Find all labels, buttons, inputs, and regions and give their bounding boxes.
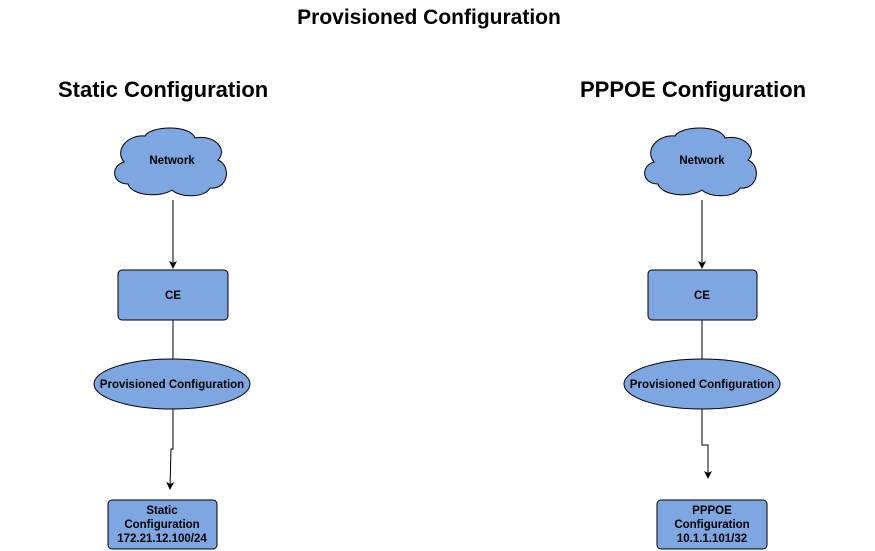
pppoe-result-box[interactable]: PPPOE Configuration 10.1.1.101/32 <box>656 499 768 550</box>
static-branch: Network CE Provisioned Configuration Sta… <box>93 127 251 550</box>
static-ce-label: CE <box>165 290 181 302</box>
static-result-line-3: 172.21.12.100/24 <box>117 533 207 545</box>
pppoe-section-title: PPPOE Configuration <box>580 77 807 102</box>
static-network-label: Network <box>149 155 195 167</box>
pppoe-provisioned-ellipse[interactable]: Provisioned Configuration <box>623 358 781 410</box>
static-section-title: Static Configuration <box>58 77 269 102</box>
static-arrow-provisioned-to-result <box>166 409 175 490</box>
pppoe-arrow-provisioned-to-result <box>701 409 712 479</box>
pppoe-result-rect <box>656 499 768 550</box>
pppoe-branch: Network CE Provisioned Configuration PPP… <box>623 127 781 550</box>
pppoe-result-line-2: Configuration <box>674 519 749 531</box>
page-title: Provisioned Configuration <box>297 6 561 29</box>
static-result-box[interactable]: Static Configuration 172.21.12.100/24 <box>107 499 218 550</box>
static-result-line-2: Configuration <box>124 519 199 531</box>
pppoe-result-line-1: PPPOE <box>692 505 732 517</box>
pppoe-network-cloud[interactable]: Network <box>644 127 757 197</box>
cloud-icon <box>114 127 227 197</box>
static-network-cloud[interactable]: Network <box>114 127 227 197</box>
static-ce-box[interactable]: CE <box>117 269 229 321</box>
pppoe-ce-box[interactable]: CE <box>647 269 758 321</box>
pppoe-ce-label: CE <box>694 290 710 302</box>
static-result-line-1: Static <box>146 505 178 517</box>
static-provisioned-shape <box>93 358 251 410</box>
pppoe-result-line-3: 10.1.1.101/32 <box>677 533 747 545</box>
static-result-rect <box>107 499 218 550</box>
static-provisioned-label: Provisioned Configuration <box>100 379 244 391</box>
static-provisioned-ellipse[interactable]: Provisioned Configuration <box>93 358 251 410</box>
cloud-icon <box>644 127 757 197</box>
pppoe-network-label: Network <box>679 155 725 167</box>
pppoe-provisioned-label: Provisioned Configuration <box>630 379 774 391</box>
